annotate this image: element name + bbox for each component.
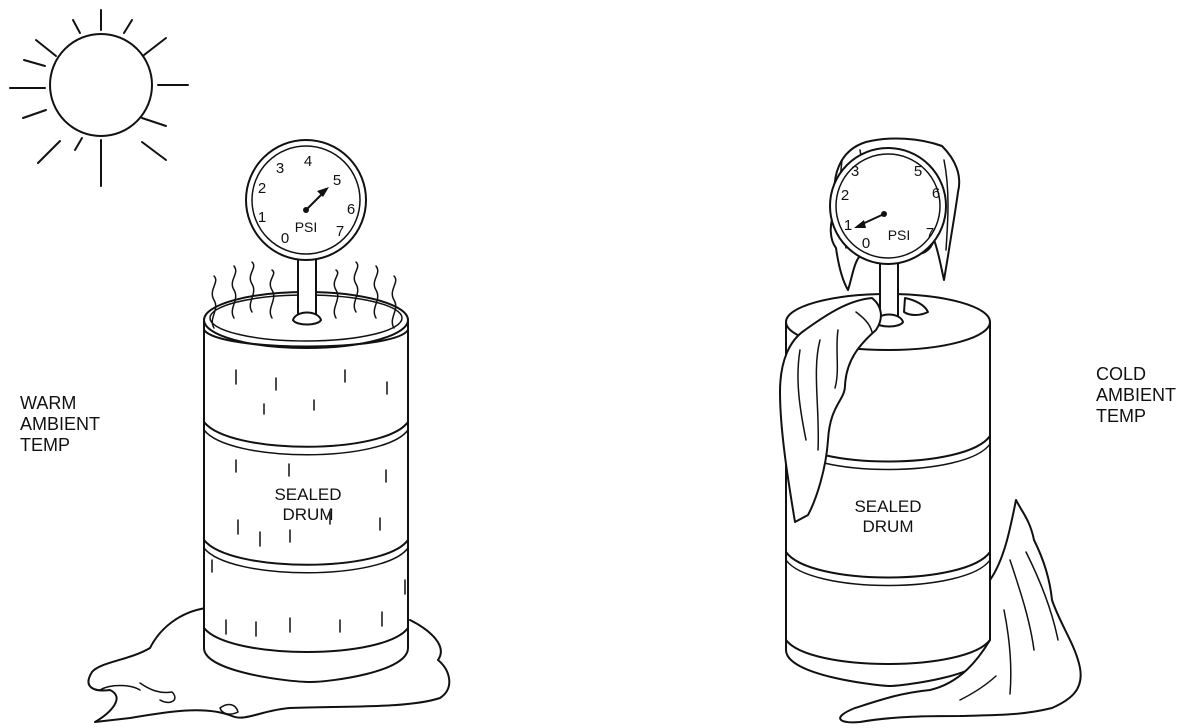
cold-dial-number-7: 7 [926, 225, 934, 242]
cold-psi-unit: PSI [888, 227, 911, 243]
warm-ambient-label-1: WARM [20, 393, 76, 413]
warm-dial-number-4: 4 [304, 153, 312, 170]
warm-pressure-gauge: 0 1 2 3 4 5 6 7 PSI [246, 140, 366, 260]
sun-icon [10, 10, 188, 186]
warm-drum-label-1: SEALED [274, 485, 341, 504]
warm-ambient-label-3: TEMP [20, 435, 70, 455]
cold-dial-number-3: 3 [851, 163, 859, 180]
cold-drum-label-1: SEALED [854, 497, 921, 516]
cold-dial-number-0: 0 [862, 235, 870, 252]
warm-dial-number-5: 5 [333, 172, 341, 189]
warm-dial-number-3: 3 [276, 160, 284, 177]
cold-ambient-label-1: COLD [1096, 364, 1146, 384]
warm-psi-unit: PSI [295, 219, 318, 235]
warm-dial-number-2: 2 [258, 180, 266, 197]
cold-dial-number-2: 2 [841, 187, 849, 204]
warm-ambient-label-2: AMBIENT [20, 414, 100, 434]
warm-dial-number-1: 1 [258, 209, 266, 226]
warm-drum-label-2: DRUM [283, 505, 334, 524]
cold-ambient-label-3: TEMP [1096, 406, 1146, 426]
cold-drum-label-2: DRUM [863, 517, 914, 536]
cold-dial-number-6: 6 [932, 185, 940, 202]
cold-pressure-gauge: 0 1 2 3 5 6 7 PSI [830, 148, 946, 264]
warm-dial-number-7: 7 [336, 223, 344, 240]
warm-dial-number-0: 0 [281, 230, 289, 247]
cold-dial-number-5: 5 [914, 163, 922, 180]
cold-ambient-label-2: AMBIENT [1096, 385, 1176, 405]
cold-dial-number-1: 1 [844, 217, 852, 234]
warm-dial-number-6: 6 [347, 201, 355, 218]
